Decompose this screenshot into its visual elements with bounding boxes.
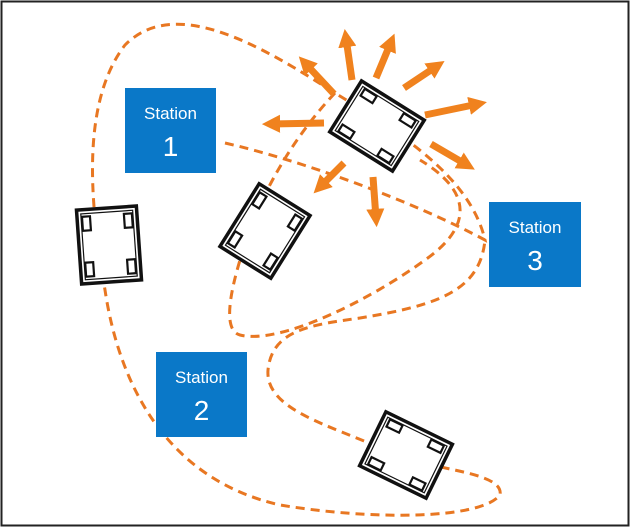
station-2-number: 2 (194, 395, 210, 426)
station-3-box: Station 3 (489, 202, 581, 287)
robot-cart-icon (74, 204, 144, 286)
inner-trajectory-path (228, 91, 462, 338)
station-1-box: Station 1 (125, 88, 216, 173)
station-2-label: Station (175, 368, 228, 387)
outer-trajectory-path (91, 22, 502, 517)
station-3-label: Station (509, 218, 562, 237)
station-3-number: 3 (527, 245, 543, 276)
station-2-box: Station 2 (156, 352, 247, 437)
radiating-arrows-icon (261, 28, 487, 228)
station-1-label: Station (144, 104, 197, 123)
station-1-number: 1 (163, 131, 179, 162)
